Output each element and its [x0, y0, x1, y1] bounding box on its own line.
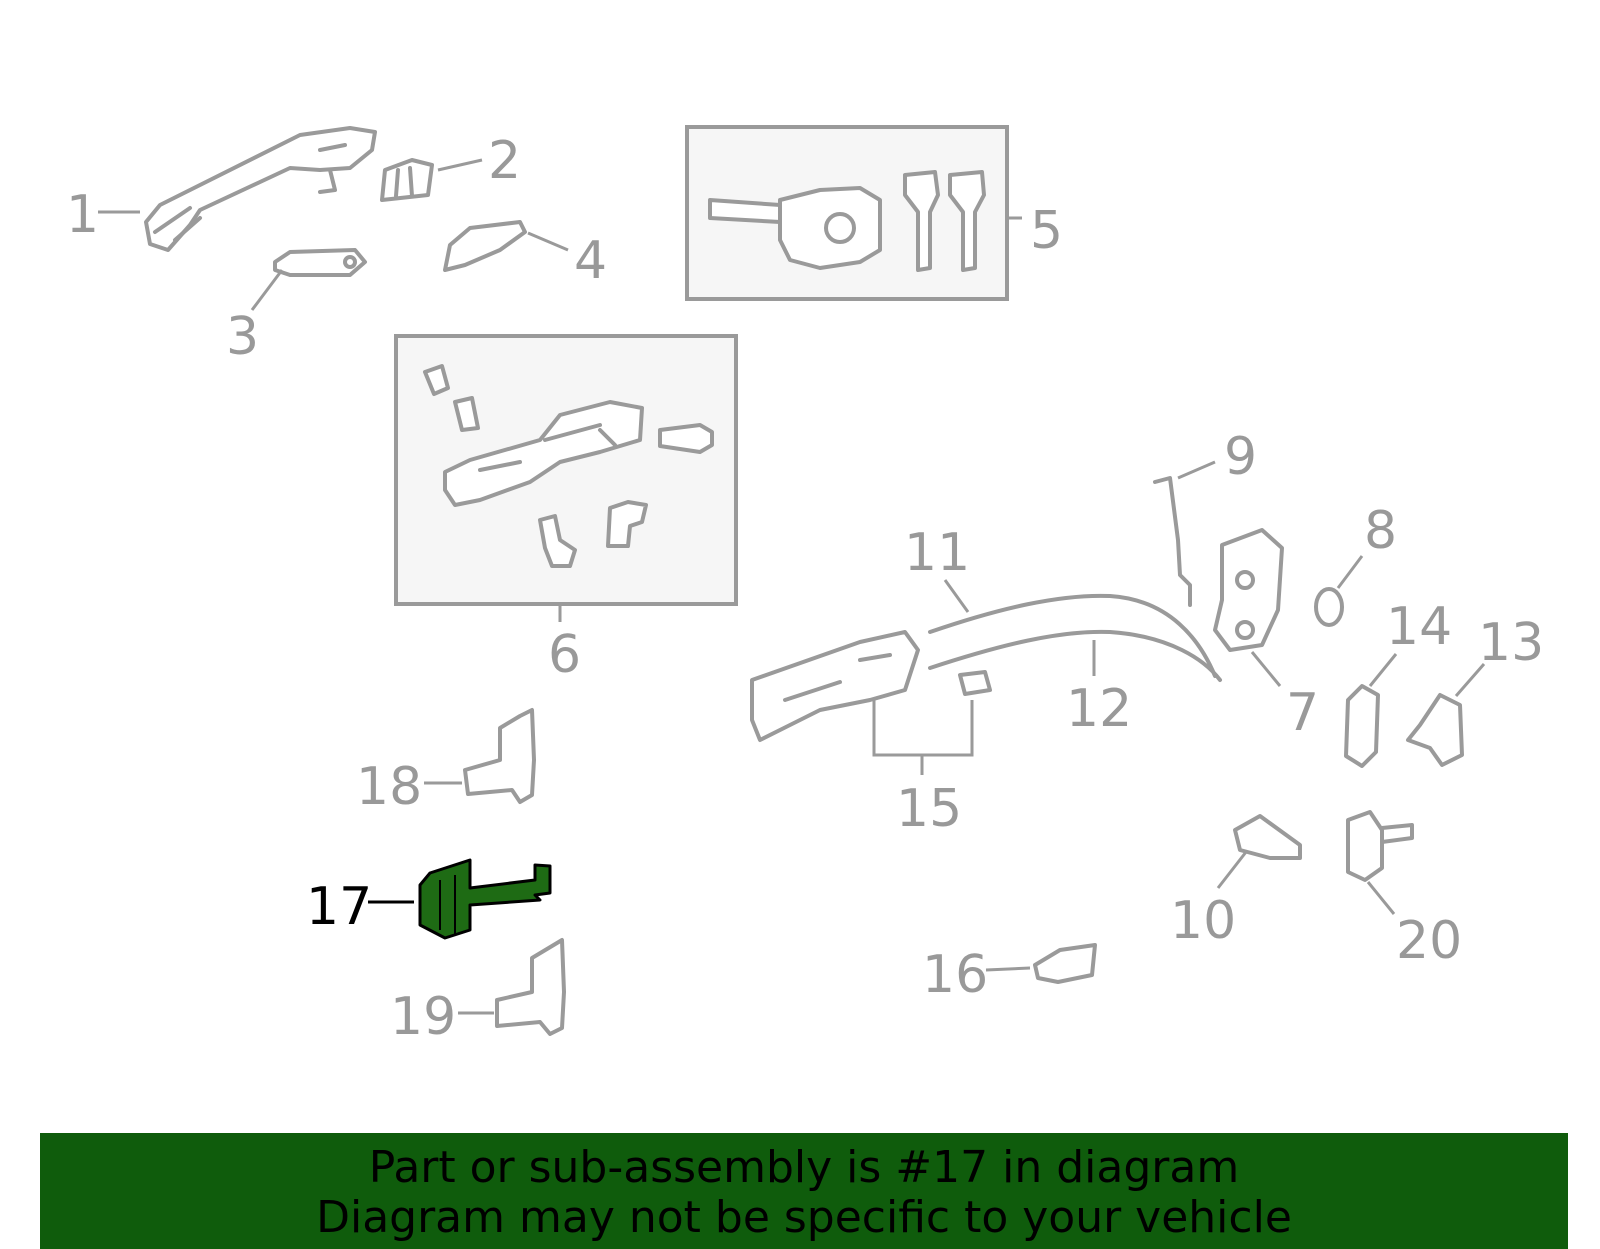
leader-14	[1368, 653, 1398, 687]
part-9-rod[interactable]	[1153, 476, 1192, 607]
callout-16: 16	[922, 945, 988, 1005]
part-13-striker[interactable]	[1406, 693, 1464, 767]
part-2-handle-cover[interactable]	[380, 158, 434, 202]
callout-4: 4	[574, 231, 607, 291]
callout-15: 15	[896, 779, 962, 839]
callout-1: 1	[66, 185, 99, 245]
leader-20	[1366, 881, 1396, 915]
part-15-inside-handle[interactable]	[750, 630, 992, 742]
leader-10	[1216, 851, 1248, 889]
callout-10: 10	[1170, 891, 1236, 951]
callout-17: 17	[306, 877, 372, 937]
callout-19: 19	[390, 987, 456, 1047]
banner-line-2: Diagram may not be specific to your vehi…	[316, 1192, 1292, 1243]
leader-9	[1177, 460, 1216, 480]
banner-line-1: Part or sub-assembly is #17 in diagram	[368, 1142, 1240, 1193]
leader-4	[527, 231, 569, 252]
callout-18: 18	[356, 757, 422, 817]
part-6-box[interactable]	[394, 334, 738, 606]
leader-15	[872, 700, 974, 757]
part-8-washer[interactable]	[1314, 587, 1344, 627]
callout-11: 11	[904, 523, 970, 583]
part-11-cable[interactable]	[928, 593, 1217, 678]
part-10-bracket[interactable]	[1233, 814, 1302, 860]
callout-8: 8	[1364, 501, 1397, 561]
callout-20: 20	[1396, 911, 1462, 971]
leader-3	[250, 269, 284, 311]
part-18-hinge[interactable]	[463, 708, 536, 804]
part-12-cable[interactable]	[928, 629, 1222, 682]
part-4-pad[interactable]	[443, 220, 527, 272]
part-16-pad[interactable]	[1033, 943, 1097, 984]
callout-3: 3	[226, 307, 259, 367]
part-1-outside-handle[interactable]	[144, 126, 377, 252]
part-17-door-check[interactable]	[418, 858, 552, 940]
leader-11	[943, 579, 970, 613]
part-14-plate[interactable]	[1344, 684, 1380, 768]
part-19-hinge[interactable]	[495, 938, 566, 1036]
callout-2: 2	[488, 131, 521, 191]
part-3-gasket[interactable]	[273, 248, 367, 277]
leader-16	[985, 966, 1031, 972]
callout-6: 6	[548, 625, 581, 685]
info-banner: Part or sub-assembly is #17 in diagram D…	[40, 1133, 1568, 1249]
callout-14: 14	[1386, 597, 1452, 657]
part-20-bolt[interactable]	[1346, 810, 1414, 882]
callout-9: 9	[1224, 427, 1257, 487]
callout-12: 12	[1066, 679, 1132, 739]
callout-5: 5	[1030, 201, 1063, 261]
leader-7	[1250, 651, 1282, 687]
leader-13	[1454, 663, 1486, 697]
callout-13: 13	[1478, 613, 1544, 673]
part-5-box[interactable]	[685, 125, 1009, 301]
callout-7: 7	[1286, 683, 1319, 743]
leader-8	[1336, 555, 1364, 589]
leader-2	[437, 158, 483, 172]
part-7-latch[interactable]	[1213, 528, 1284, 652]
